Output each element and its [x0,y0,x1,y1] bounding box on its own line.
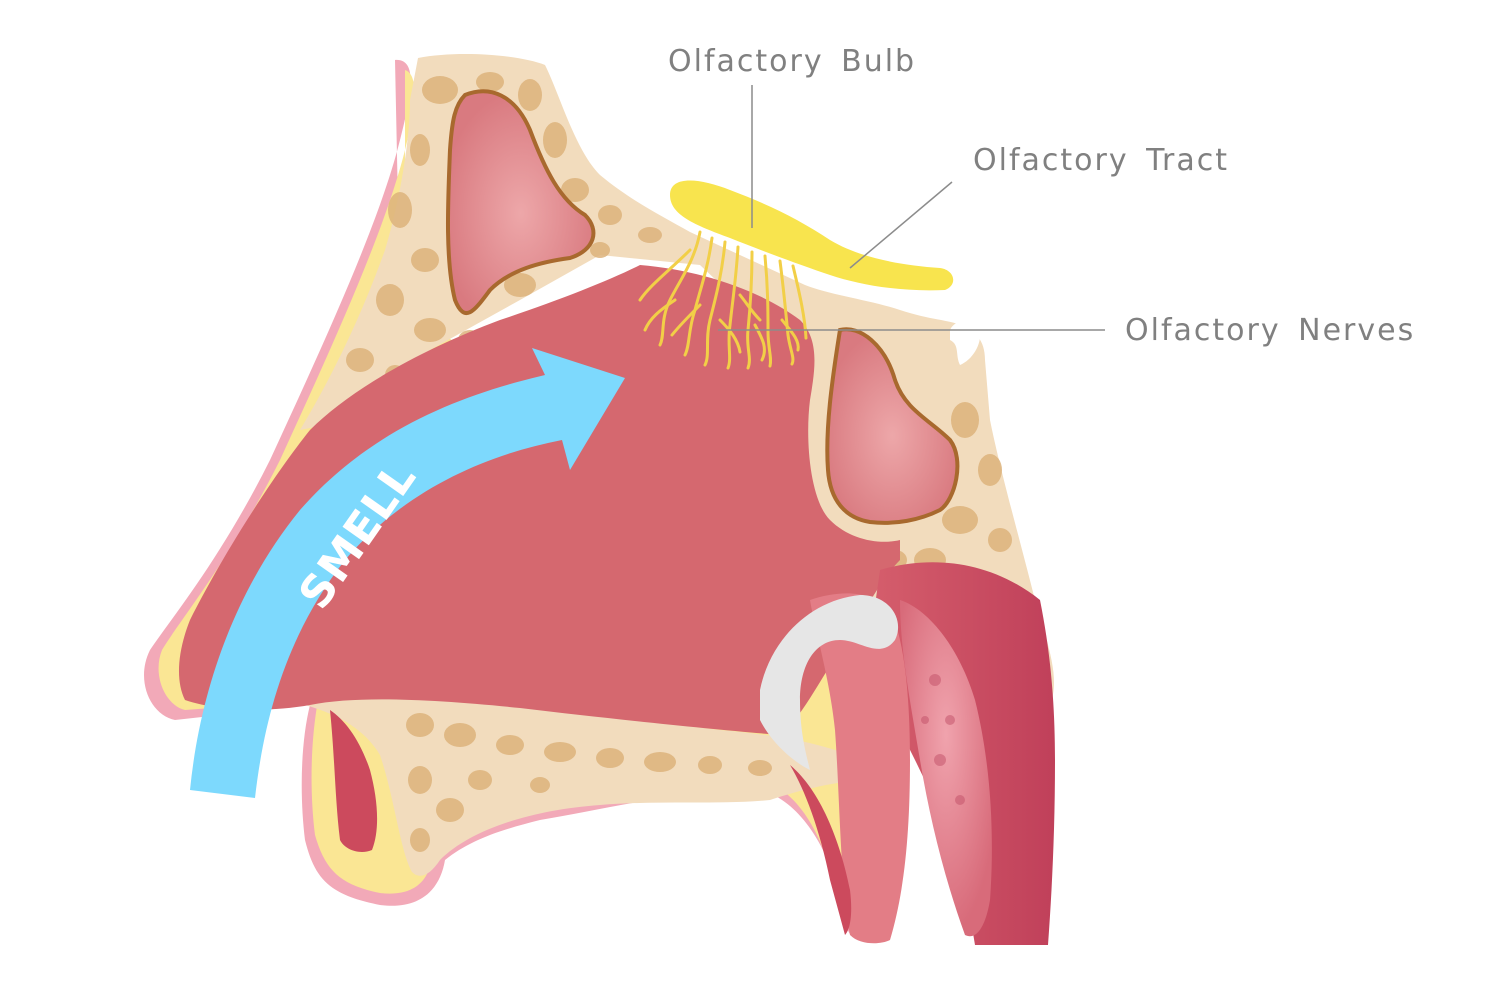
oral-cavity [330,710,852,935]
tract-leader-line [849,181,953,269]
olfactory-nerves-label: Olfactory Nerves [1125,313,1415,348]
olfactory-tract-label: Olfactory Tract [973,143,1229,178]
frontal-sinus [445,89,596,315]
sphenoid-sinus [825,321,981,525]
olfactory-bulb-label: Olfactory Bulb [668,44,916,79]
nasal-cavity [178,265,900,735]
labels: Olfactory Bulb Olfactory Tract Olfactory… [668,44,1415,348]
olfactory-bulb [670,180,954,291]
pharynx [760,562,1055,945]
